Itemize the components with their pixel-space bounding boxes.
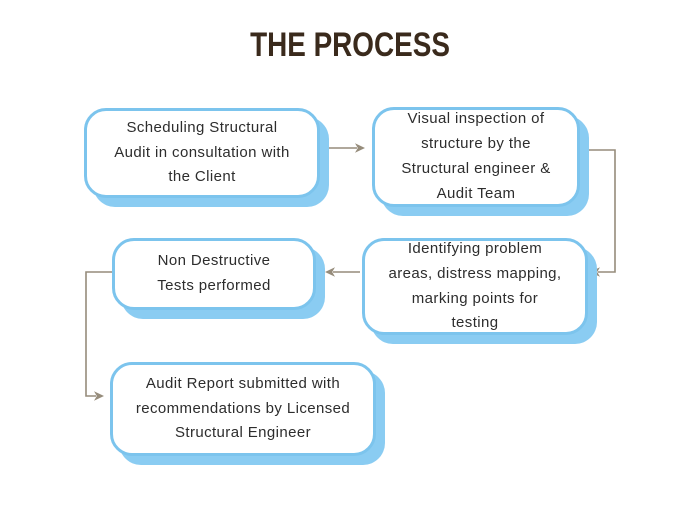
arrow-left-icon: [325, 267, 335, 277]
connector-step2-step3: [581, 149, 616, 277]
step-box-non-destructive-tests: Non Destructive Tests performed: [112, 238, 316, 310]
connector-line: [85, 271, 112, 397]
step-label: Non Destructive Tests performed: [157, 252, 271, 294]
page-title: THE PROCESS: [250, 26, 450, 64]
arrow-left-icon: [590, 267, 600, 277]
arrow-right-icon: [94, 391, 104, 401]
arrow-right-icon: [355, 143, 365, 153]
step-box-scheduling-audit: Scheduling Structural Audit in consultat…: [84, 108, 320, 198]
connector-step3-step4: [325, 267, 360, 277]
step-label: Audit Report submitted with recommendati…: [135, 374, 351, 442]
step-box-visual-inspection: Visual inspection of structure by the St…: [372, 107, 580, 207]
connector-step4-step5: [85, 271, 112, 401]
connector-step1-step2: [324, 143, 365, 153]
step-label: Visual inspection of structure by the St…: [401, 110, 551, 202]
step-label: Scheduling Structural Audit in consultat…: [114, 118, 290, 186]
step-box-identifying-problems: Identifying problem areas, distress mapp…: [362, 238, 588, 335]
step-box-audit-report: Audit Report submitted with recommendati…: [110, 362, 376, 456]
step-label: Identifying problem areas, distress mapp…: [388, 239, 562, 332]
connector-line: [581, 149, 616, 273]
